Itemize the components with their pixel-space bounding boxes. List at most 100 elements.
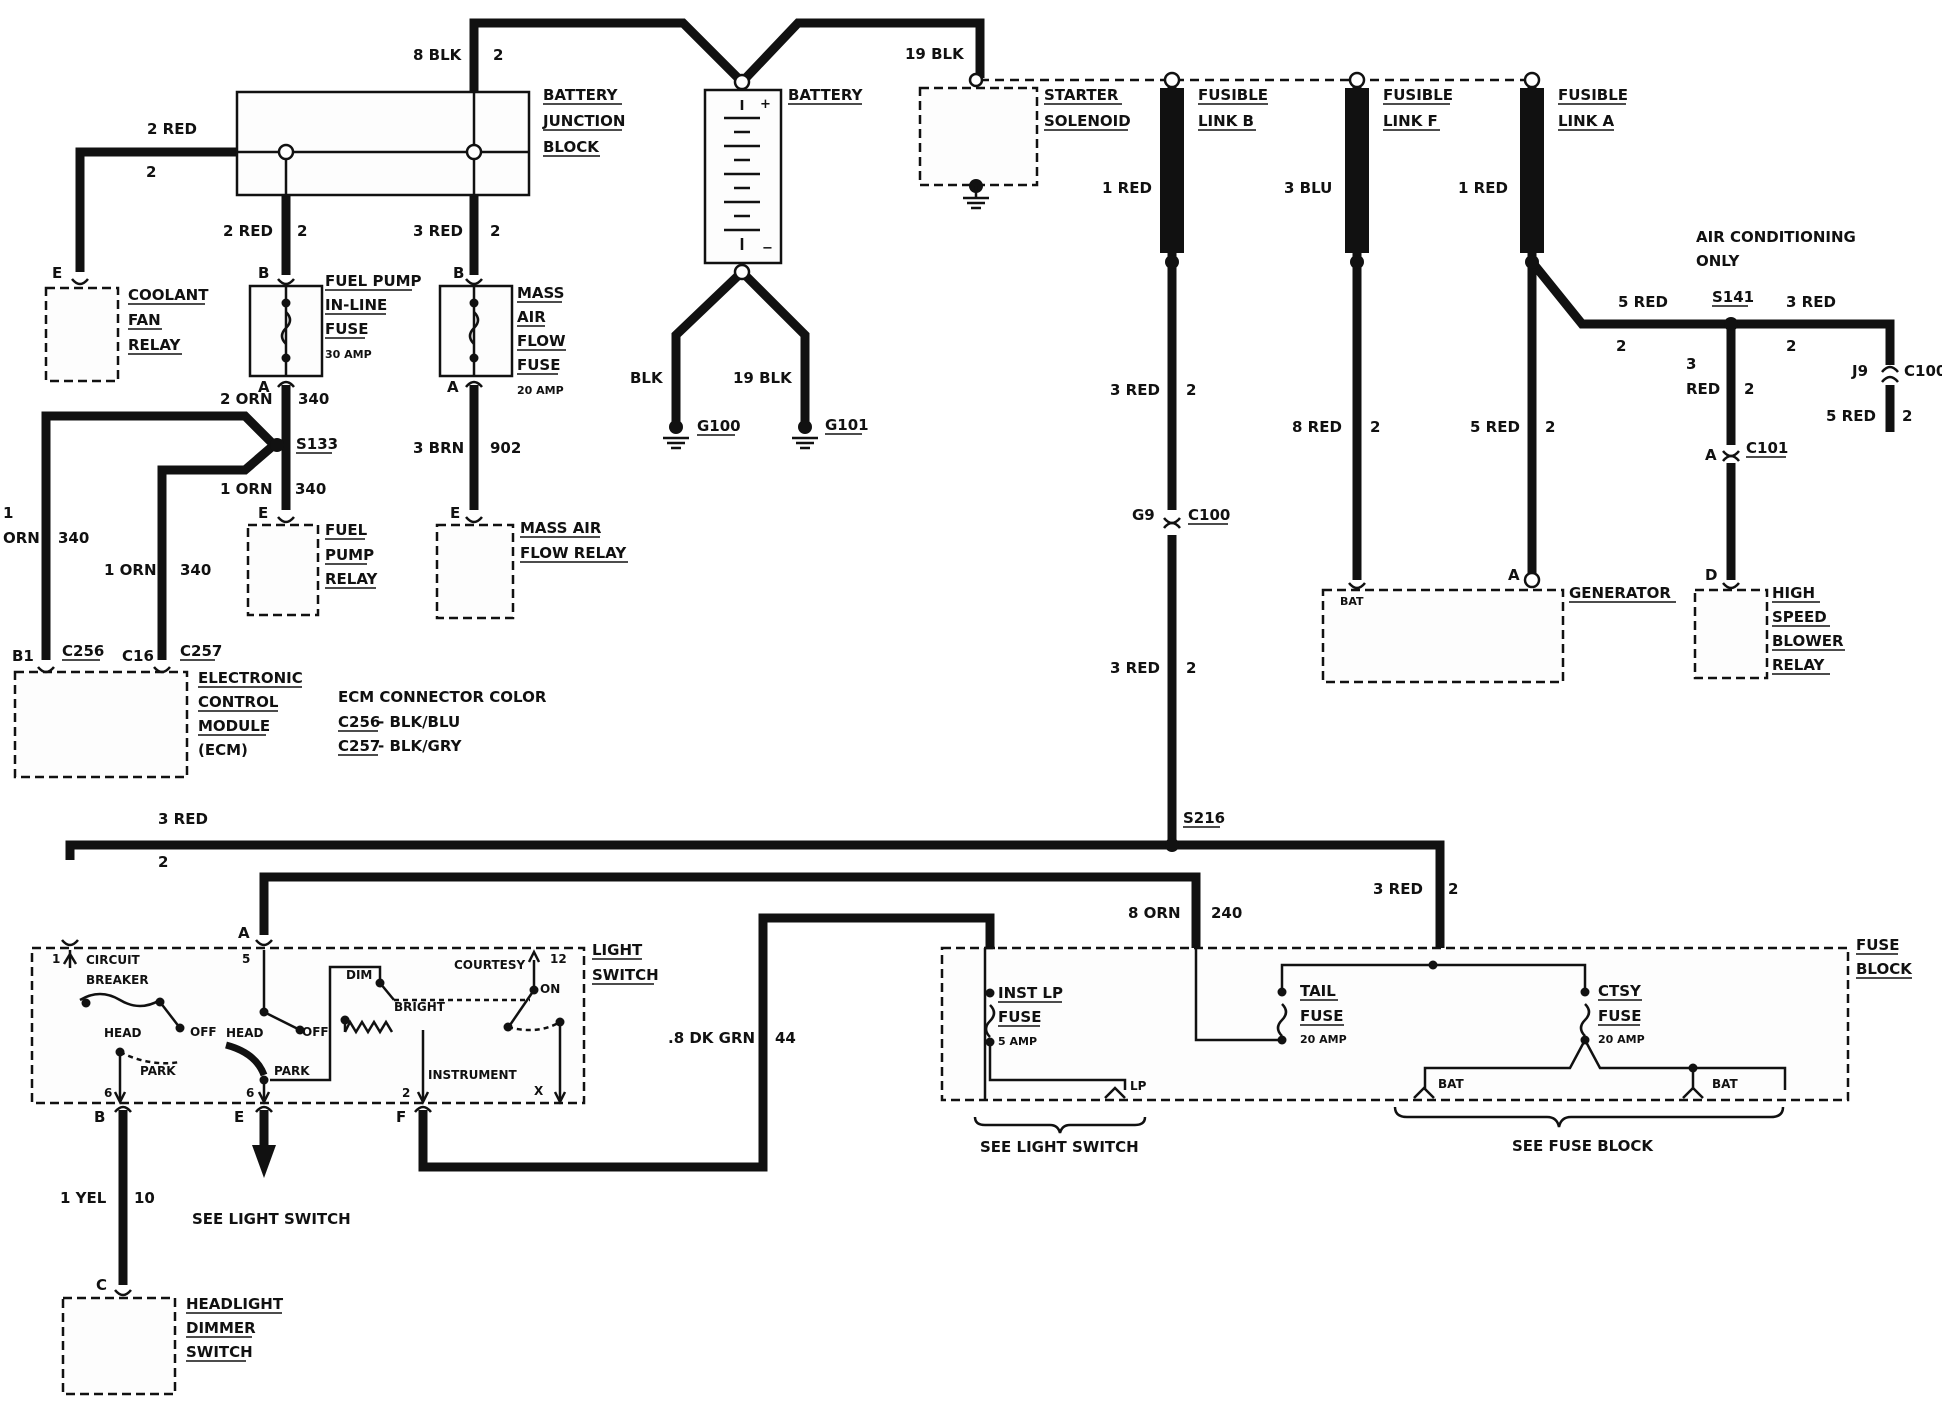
label-fusible-f-1: FUSIBLE	[1383, 86, 1453, 104]
ecm-note-code-1: C256	[338, 713, 380, 731]
maf-relay	[435, 516, 515, 620]
svg-text:−: −	[762, 241, 773, 256]
wire-dkgrn-circuit: 44	[775, 1029, 796, 1047]
label-ecm-4: (ECM)	[198, 741, 248, 759]
label-c100-j9: C100	[1904, 362, 1942, 380]
pin-e-fpr: E	[258, 504, 268, 522]
ground-g100	[663, 420, 689, 450]
pin-b-ls: B	[94, 1108, 105, 1126]
label-ecm-2: CONTROL	[198, 693, 279, 711]
wire-2orn-circuit: 340	[298, 390, 329, 408]
label-c100: C100	[1188, 506, 1230, 524]
maf-fuse	[438, 278, 514, 388]
wire-2red-left-circuit: 2	[146, 163, 156, 181]
wire-1orn-left-b: ORN	[3, 529, 40, 547]
wire-5red-j9-circuit: 2	[1902, 407, 1912, 425]
switch-labels: CIRCUIT BREAKER HEAD OFF PARK HEAD OFF P…	[52, 952, 1739, 1100]
pin-b-fp: B	[258, 264, 269, 282]
pin-e-coolant: E	[52, 264, 62, 282]
wire-3red-low-circuit: 2	[1186, 659, 1196, 677]
pin-f-ls: F	[396, 1108, 406, 1126]
wire-3red-cb: 3 RED	[158, 810, 208, 828]
label-dimmer-3: SWITCH	[186, 1343, 253, 1361]
sw-n6a: 6	[104, 1086, 112, 1100]
connector-c100-j9	[1881, 365, 1899, 373]
wire-3red-cb-circuit: 2	[158, 853, 168, 871]
label-c257: C257	[180, 642, 222, 660]
wire-2red-fp: 2 RED	[223, 222, 273, 240]
splice-s216	[1165, 838, 1179, 852]
label-light-switch-1: LIGHT	[592, 941, 643, 959]
sw-n5: 5	[242, 952, 250, 966]
battery: + −	[703, 73, 783, 281]
label-s141: S141	[1712, 288, 1754, 306]
wire-5red: 5 RED	[1470, 418, 1520, 436]
label-s216: S216	[1183, 809, 1225, 827]
wire-3red-c101-a: 3	[1686, 355, 1696, 373]
pin-e-mafr: E	[450, 504, 460, 522]
wire-8red-circuit: 2	[1370, 418, 1380, 436]
fb-bat-2: BAT	[1712, 1077, 1739, 1091]
wire-3brn: 3 BRN	[413, 439, 464, 457]
wire-3red-fb-circuit: 2	[1448, 880, 1458, 898]
wire-8orn-circuit: 240	[1211, 904, 1242, 922]
label-c256: C256	[62, 642, 104, 660]
label-fusible-a-1: FUSIBLE	[1558, 86, 1628, 104]
svg-text:+: +	[760, 97, 771, 112]
sw-breaker: BREAKER	[86, 973, 149, 987]
pin-e-ls: E	[234, 1108, 244, 1126]
label-g100: G100	[697, 417, 741, 435]
sw-park-2: PARK	[274, 1064, 310, 1078]
sw-on: ON	[540, 982, 560, 996]
ground-g101	[792, 420, 818, 450]
label-g9: G9	[1132, 506, 1155, 524]
brace-light-switch	[973, 1116, 1147, 1134]
label-maffuse-4: FUSE	[517, 356, 560, 374]
sw-park-1: PARK	[140, 1064, 176, 1078]
wire-3red-fb: 3 RED	[1373, 880, 1423, 898]
wire-3blu: 3 BLU	[1284, 179, 1332, 197]
sw-dim: DIM	[346, 968, 372, 982]
ecm-note-rest-2: - BLK/GRY	[378, 737, 463, 755]
wire-1orn-mid: 1 ORN	[104, 561, 157, 579]
label-blower-4: RELAY	[1772, 656, 1826, 674]
pin-a-ls: A	[238, 924, 250, 942]
label-fuse-block-2: BLOCK	[1856, 960, 1913, 978]
label-starter-2: SOLENOID	[1044, 112, 1131, 130]
pin-b-maf: B	[453, 264, 464, 282]
blower-relay	[1693, 582, 1769, 680]
label-fpfuse-2: IN-LINE	[325, 296, 387, 314]
label-inst-fuse-1: INST LP	[998, 984, 1063, 1002]
top-wires	[41, 18, 985, 660]
label-starter-1: STARTER	[1044, 86, 1119, 104]
label-battery-junction-2: JUNCTION	[542, 112, 625, 130]
wire-8blk: 8 BLK	[413, 46, 463, 64]
sw-n6b: 6	[246, 1086, 254, 1100]
label-j9: J9	[1851, 362, 1868, 380]
wire-3red-c101-b: RED	[1686, 380, 1720, 398]
connector-labels: G100 G101 S133 S141 S216 C100 G9 C100 J9…	[12, 264, 1942, 1294]
label-ac-only-1: AIR CONDITIONING	[1696, 228, 1856, 246]
label-tail-fuse-1: TAIL	[1300, 982, 1336, 1000]
label-fpfuse-1: FUEL PUMP	[325, 272, 422, 290]
wire-1orn: 1 ORN	[220, 480, 273, 498]
pin-a-maf: A	[447, 378, 459, 396]
label-ac-only-2: ONLY	[1696, 252, 1741, 270]
label-battery-junction-1: BATTERY	[543, 86, 619, 104]
label-fprelay-3: RELAY	[325, 570, 379, 588]
wire-1orn-left-a: 1	[3, 504, 13, 522]
wire-19blk-top: 19 BLK	[905, 45, 965, 63]
wire-blk: BLK	[630, 369, 664, 387]
label-c16: C16	[122, 647, 154, 665]
label-coolant-3: RELAY	[128, 336, 182, 354]
fb-lp: LP	[1130, 1079, 1147, 1093]
label-blower-3: BLOWER	[1772, 632, 1844, 650]
label-ecm-3: MODULE	[198, 717, 270, 735]
wire-3red-maf-circuit: 2	[490, 222, 500, 240]
starter-solenoid	[918, 72, 1039, 210]
ecm-note-code-2: C257	[338, 737, 380, 755]
wire-1orn-circuit: 340	[295, 480, 326, 498]
pin-d-blower: D	[1705, 566, 1717, 584]
wire-3red-b-circuit: 2	[1186, 381, 1196, 399]
label-fusible-b-1: FUSIBLE	[1198, 86, 1268, 104]
